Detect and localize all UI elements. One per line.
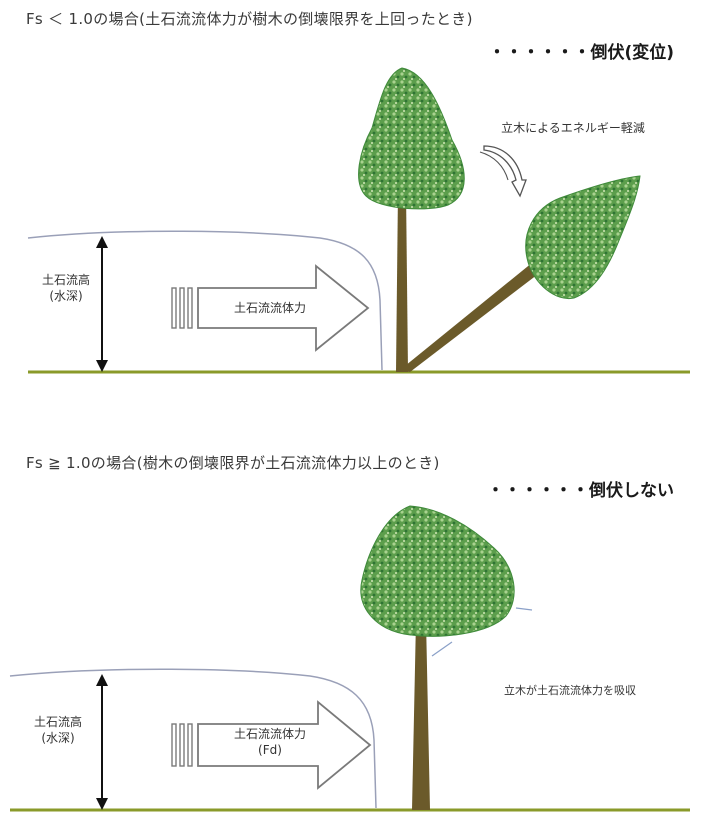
top-illustration [27, 67, 690, 374]
panel-fs-at-least-one: Fs ≧ 1.0の場合(樹木の倒壊限界が土石流流体力以上のとき) ・・・・・・倒… [0, 430, 706, 814]
bottom-illustration [9, 505, 690, 812]
bottom-arrow-label-line2: (Fd) [258, 743, 282, 758]
debris-flow-outline [27, 230, 383, 371]
bottom-result-label: ・・・・・・倒伏しない [487, 481, 674, 501]
depth-arrowhead-bottom [96, 798, 108, 810]
bottom-arrow-label-line1: 土石流流体力 [233, 727, 306, 741]
depth-arrowhead-bottom [96, 360, 108, 372]
top-arrow-label: 土石流流体力 [233, 301, 306, 315]
depth-arrowhead-top [96, 236, 108, 248]
panel-fs-less-than-one: Fs ＜ 1.0の場合(土石流流体力が樹木の倒壊限界を上回ったとき) ・・・・・… [0, 0, 706, 400]
bottom-condition-title: Fs ≧ 1.0の場合(樹木の倒壊限界が土石流流体力以上のとき) [26, 454, 440, 472]
tree-standing [360, 505, 515, 810]
top-energy-label: 立木によるエネルギー軽減 [501, 121, 645, 135]
bottom-depth-label-line2: (水深) [41, 731, 75, 746]
top-depth-label-line1: 土石流高 [41, 273, 90, 287]
flow-force-arrow [171, 700, 372, 790]
top-depth-label-line2: (水深) [49, 289, 83, 304]
top-condition-title: Fs ＜ 1.0の場合(土石流流体力が樹木の倒壊限界を上回ったとき) [26, 10, 473, 28]
tree-upright [358, 67, 465, 372]
depth-arrowhead-top [96, 674, 108, 686]
bottom-arrow-label: 土石流流体力 (Fd) [222, 726, 318, 758]
energy-reduction-arrow [483, 145, 527, 198]
annotation-pointer [431, 641, 453, 657]
flow-force-arrow [171, 264, 370, 352]
annotation-pointer-2 [515, 607, 533, 611]
top-depth-label: 土石流高 (水深) [36, 272, 96, 304]
bottom-depth-label-line1: 土石流高 [33, 715, 82, 729]
tree-fallen [400, 175, 641, 372]
debris-flow-outline [9, 668, 377, 809]
top-result-label: ・・・・・・倒伏(変位) [488, 43, 674, 63]
bottom-depth-label: 土石流高 (水深) [26, 714, 90, 746]
bottom-resistance-label: 立木が土石流流体力を吸収 [504, 684, 636, 697]
energy-reduction-arrow-shadow [479, 151, 509, 181]
